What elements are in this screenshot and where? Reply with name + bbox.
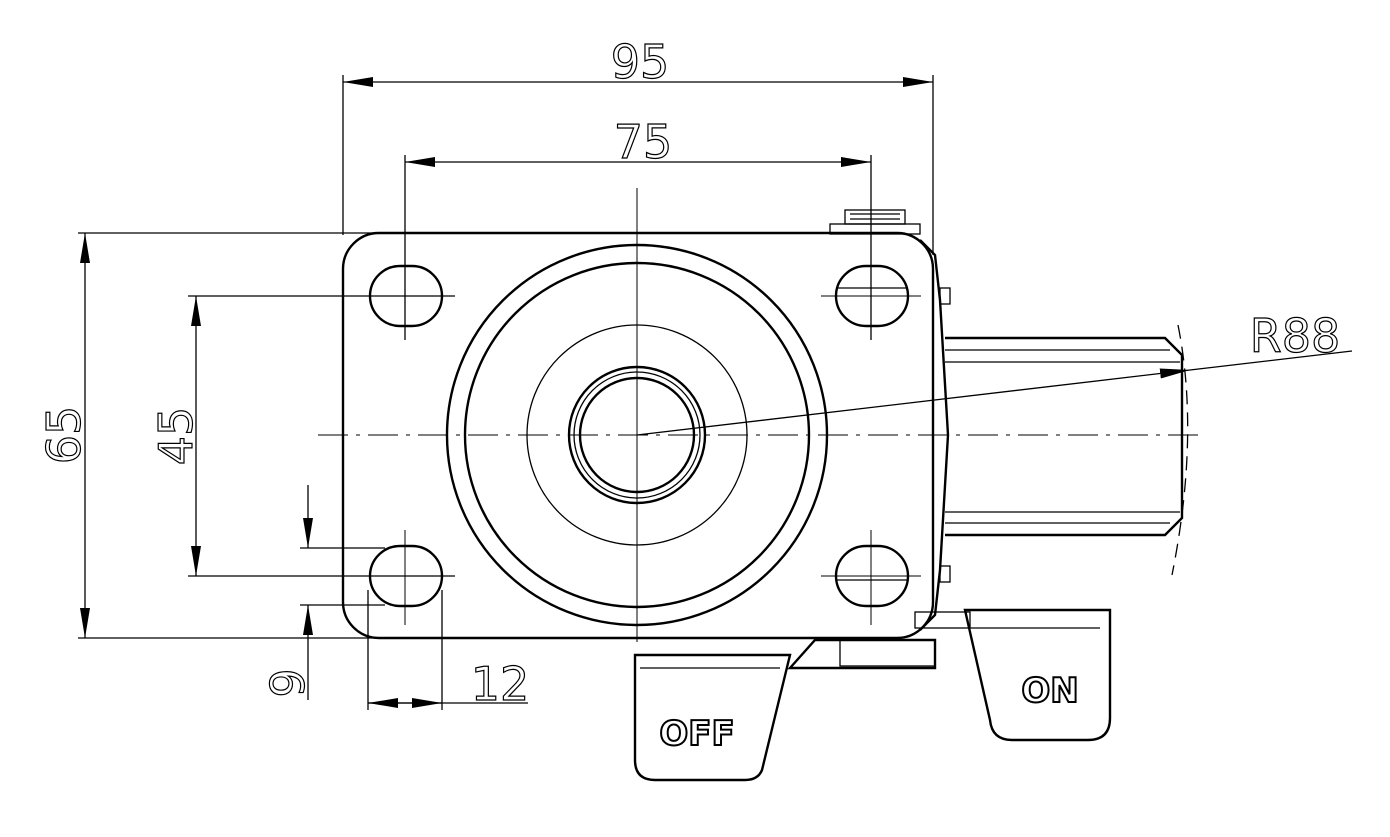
brake-mechanism (787, 611, 971, 670)
top-bolt (829, 209, 921, 235)
brake-pedal-on[interactable]: ON (963, 608, 1112, 742)
dimension-65: 65 (36, 232, 380, 639)
dimension-9-label: 9 (261, 668, 315, 697)
dimension-12: 12 (367, 590, 530, 712)
dimension-r88: R88 (636, 308, 1353, 576)
dimension-45-label: 45 (149, 407, 203, 466)
dimension-65-label: 65 (37, 406, 91, 465)
dimension-45: 45 (148, 295, 455, 577)
dimension-75: 75 (404, 114, 872, 340)
wheel-side (919, 239, 1184, 631)
dimension-95: 95 (342, 34, 934, 255)
brake-on-label: ON (1021, 671, 1078, 711)
dimension-9: 9 (260, 485, 385, 700)
dimension-95-label: 95 (611, 35, 670, 89)
brake-pedal-off[interactable]: OFF (633, 653, 792, 782)
dimension-12-label: 12 (471, 657, 530, 711)
mounting-slots (355, 245, 921, 625)
dimension-75-label: 75 (614, 115, 673, 169)
brake-off-label: OFF (659, 714, 734, 754)
dimension-r88-label: R88 (1250, 309, 1341, 363)
